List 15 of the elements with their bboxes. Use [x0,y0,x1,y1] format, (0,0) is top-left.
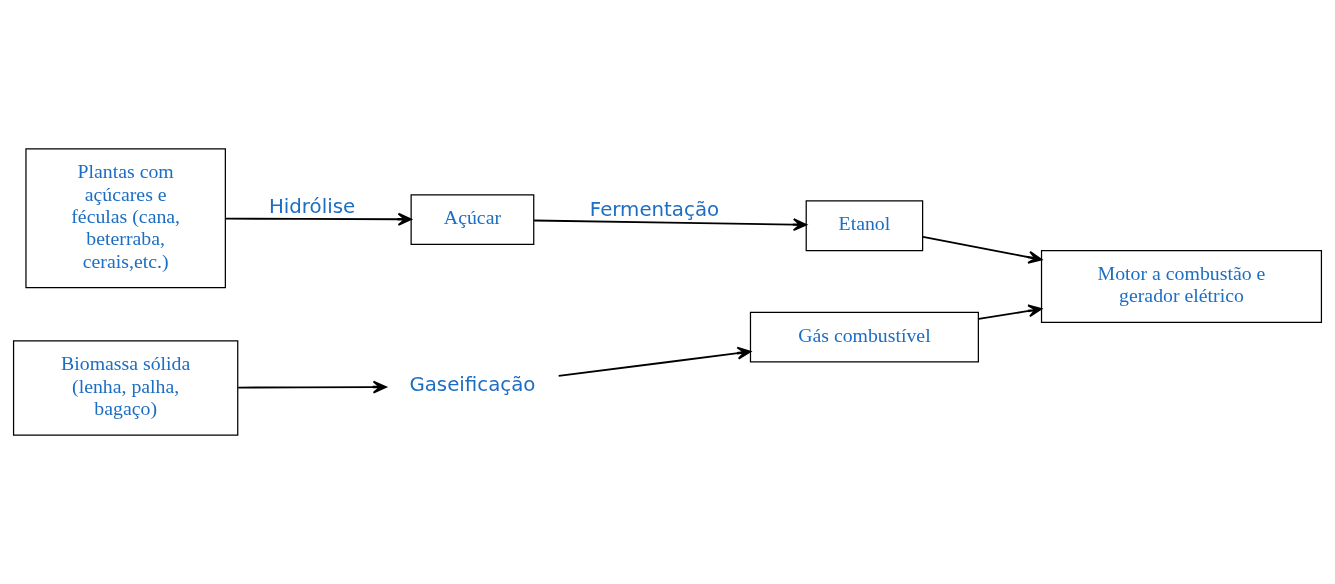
node-box: Etanol [805,200,924,252]
arrow [533,218,808,232]
node-box: Plantas com açúcares e féculas (cana, beterraba, cerais,etc.) [25,148,226,289]
arrow [922,235,1043,264]
node-box: Biomassa sólida (lenha, palha, bagaço) [12,340,239,436]
node-box: Motor a combustão e gerador elétrico [1040,249,1323,323]
node-box: Açúcar [410,194,535,245]
edge-label: Fermentação [589,197,720,221]
arrow [977,304,1043,320]
edge-label: Hidrólise [268,195,356,219]
arrow [237,380,387,394]
arrow [224,212,412,226]
arrow [557,346,752,377]
node-box: Gás combustível [749,311,979,363]
node-text: Gaseificação [409,373,536,397]
